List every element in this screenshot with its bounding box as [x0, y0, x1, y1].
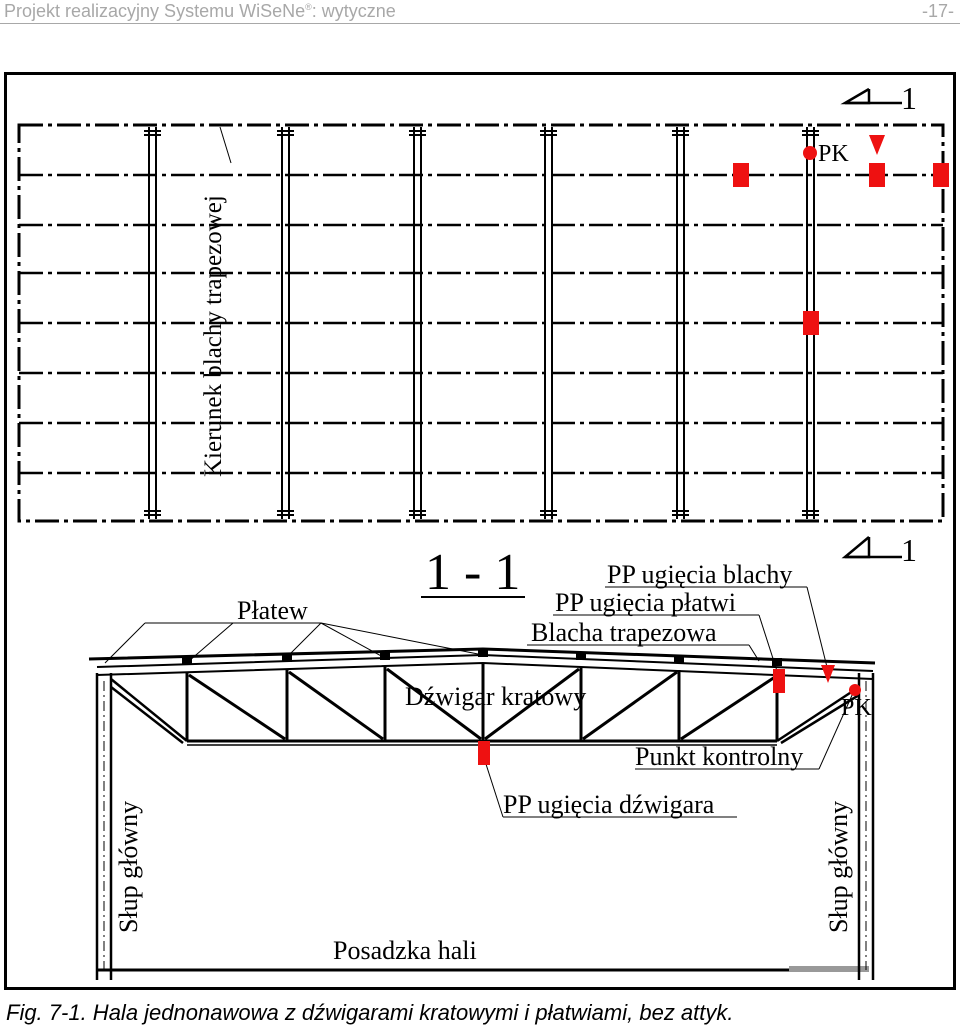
truss-end-ticks	[144, 130, 819, 516]
truss-lines-plan	[148, 127, 815, 519]
truss-deflection-point	[478, 741, 490, 765]
direction-leader	[219, 126, 232, 164]
section-mark-top	[840, 87, 902, 105]
sheet-deflection-point-plan	[933, 163, 949, 187]
label-leaders	[104, 586, 854, 818]
section-view: 1 - 1	[88, 544, 876, 980]
section-mark-top-label: 1	[901, 80, 917, 116]
section-mark-bottom-label: 1	[901, 532, 917, 568]
sheet-deflection-triangle-icon	[821, 665, 835, 683]
purlin-lines	[19, 173, 943, 475]
pk-label-section: PK	[841, 695, 872, 721]
truss-label: Dźwigar kratowy	[405, 682, 586, 711]
sheet-direction-label: Kierunek blachy trapezowej	[200, 195, 227, 477]
purlin-sections	[182, 649, 782, 666]
header-title: Projekt realizacyjny Systemu WiSeNe®: wy…	[4, 1, 396, 21]
page-number: -17-	[921, 1, 954, 21]
column-right-shape	[857, 673, 875, 980]
purlin-deflection-point-plan	[803, 311, 819, 335]
technical-drawing: Kierunek blachy trapezowej 1 1 PK	[4, 72, 956, 990]
control-point-dot-icon	[803, 146, 817, 160]
header-rule	[0, 23, 960, 24]
purlin-label: Płatew	[237, 596, 308, 625]
pp-truss-label: PP ugięcia dźwigara	[503, 790, 715, 819]
column-right-label: Słup główny	[824, 801, 853, 933]
pk-label-plan: PK	[818, 141, 849, 167]
control-point-label: Punkt kontrolny	[635, 742, 803, 771]
pp-purlin-label: PP ugięcia płatwi	[555, 588, 736, 617]
floor-label: Posadzka hali	[333, 936, 477, 965]
control-point-dot-icon	[849, 684, 861, 696]
section-mark-bottom	[841, 536, 902, 559]
column-left-label: Słup główny	[114, 801, 143, 933]
column-left-shape	[95, 673, 113, 980]
truss-verticals	[185, 663, 779, 741]
sheet-deflection-point-plan	[733, 163, 749, 187]
trapezoid-sheet-label: Blacha trapezowa	[531, 618, 717, 647]
truss-end-diagonals	[110, 678, 860, 745]
section-title: 1 - 1	[425, 544, 520, 601]
page-header: Projekt realizacyjny Systemu WiSeNe®: wy…	[0, 0, 960, 24]
floor-hatch	[789, 966, 869, 972]
roof-plan: Kierunek blachy trapezowej 1 1 PK	[17, 80, 949, 568]
sheet-deflection-point-plan	[869, 163, 885, 187]
pp-sheet-label: PP ugięcia blachy	[607, 560, 792, 589]
figure-caption: Fig. 7-1. Hala jednonawowa z dźwigarami …	[6, 1000, 734, 1025]
sheet-deflection-triangle-icon	[869, 135, 885, 155]
truss-diagonals	[188, 667, 776, 741]
purlin-deflection-point	[773, 669, 785, 693]
